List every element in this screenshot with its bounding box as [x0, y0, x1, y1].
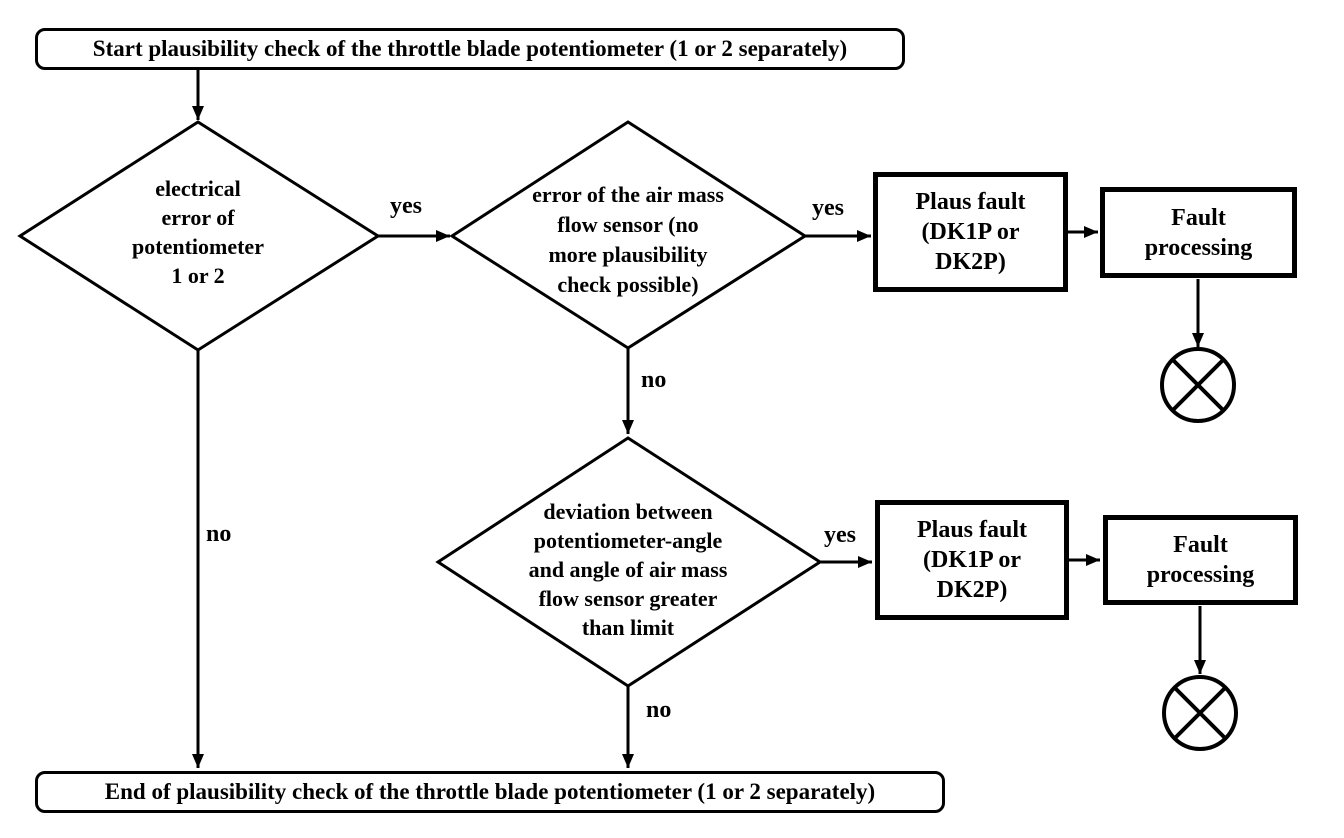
edge-label-air-mass-no: no	[641, 367, 667, 393]
decision-air-mass-error-label: error of the air mass flow sensor (no mo…	[532, 182, 724, 297]
edge-label-deviation-no: no	[646, 697, 672, 723]
fault-processing-box-bottom: Fault processing	[1103, 515, 1298, 605]
diamond-deviation-shape	[435, 436, 823, 688]
plaus-fault-box-bottom: Plaus fault (DK1P or DK2P)	[875, 500, 1069, 620]
decision-deviation-label: deviation between potentiometer-angle an…	[528, 499, 728, 640]
edge-label-electrical-yes: yes	[390, 193, 422, 219]
end-terminator-label: End of plausibility check of the throttl…	[104, 779, 876, 804]
start-terminator: Start plausibility check of the throttle…	[35, 28, 905, 70]
start-terminator-label: Start plausibility check of the throttle…	[92, 36, 848, 61]
edge-label-air-mass-yes: yes	[812, 195, 844, 221]
diamond-air-mass-error-shape	[449, 120, 808, 350]
diamond-electrical-error-shape	[17, 120, 381, 352]
end-state-icon-bottom	[1162, 675, 1238, 751]
end-state-icon-top	[1160, 347, 1236, 423]
edge-label-electrical-no: no	[206, 521, 232, 547]
edge-label-deviation-yes: yes	[824, 522, 856, 548]
decision-electrical-error-label: electrical error of potentiometer 1 or 2	[132, 176, 264, 288]
end-terminator: End of plausibility check of the throttl…	[35, 771, 945, 813]
plaus-fault-box-top: Plaus fault (DK1P or DK2P)	[873, 172, 1068, 292]
fault-processing-box-top: Fault processing	[1100, 187, 1297, 278]
